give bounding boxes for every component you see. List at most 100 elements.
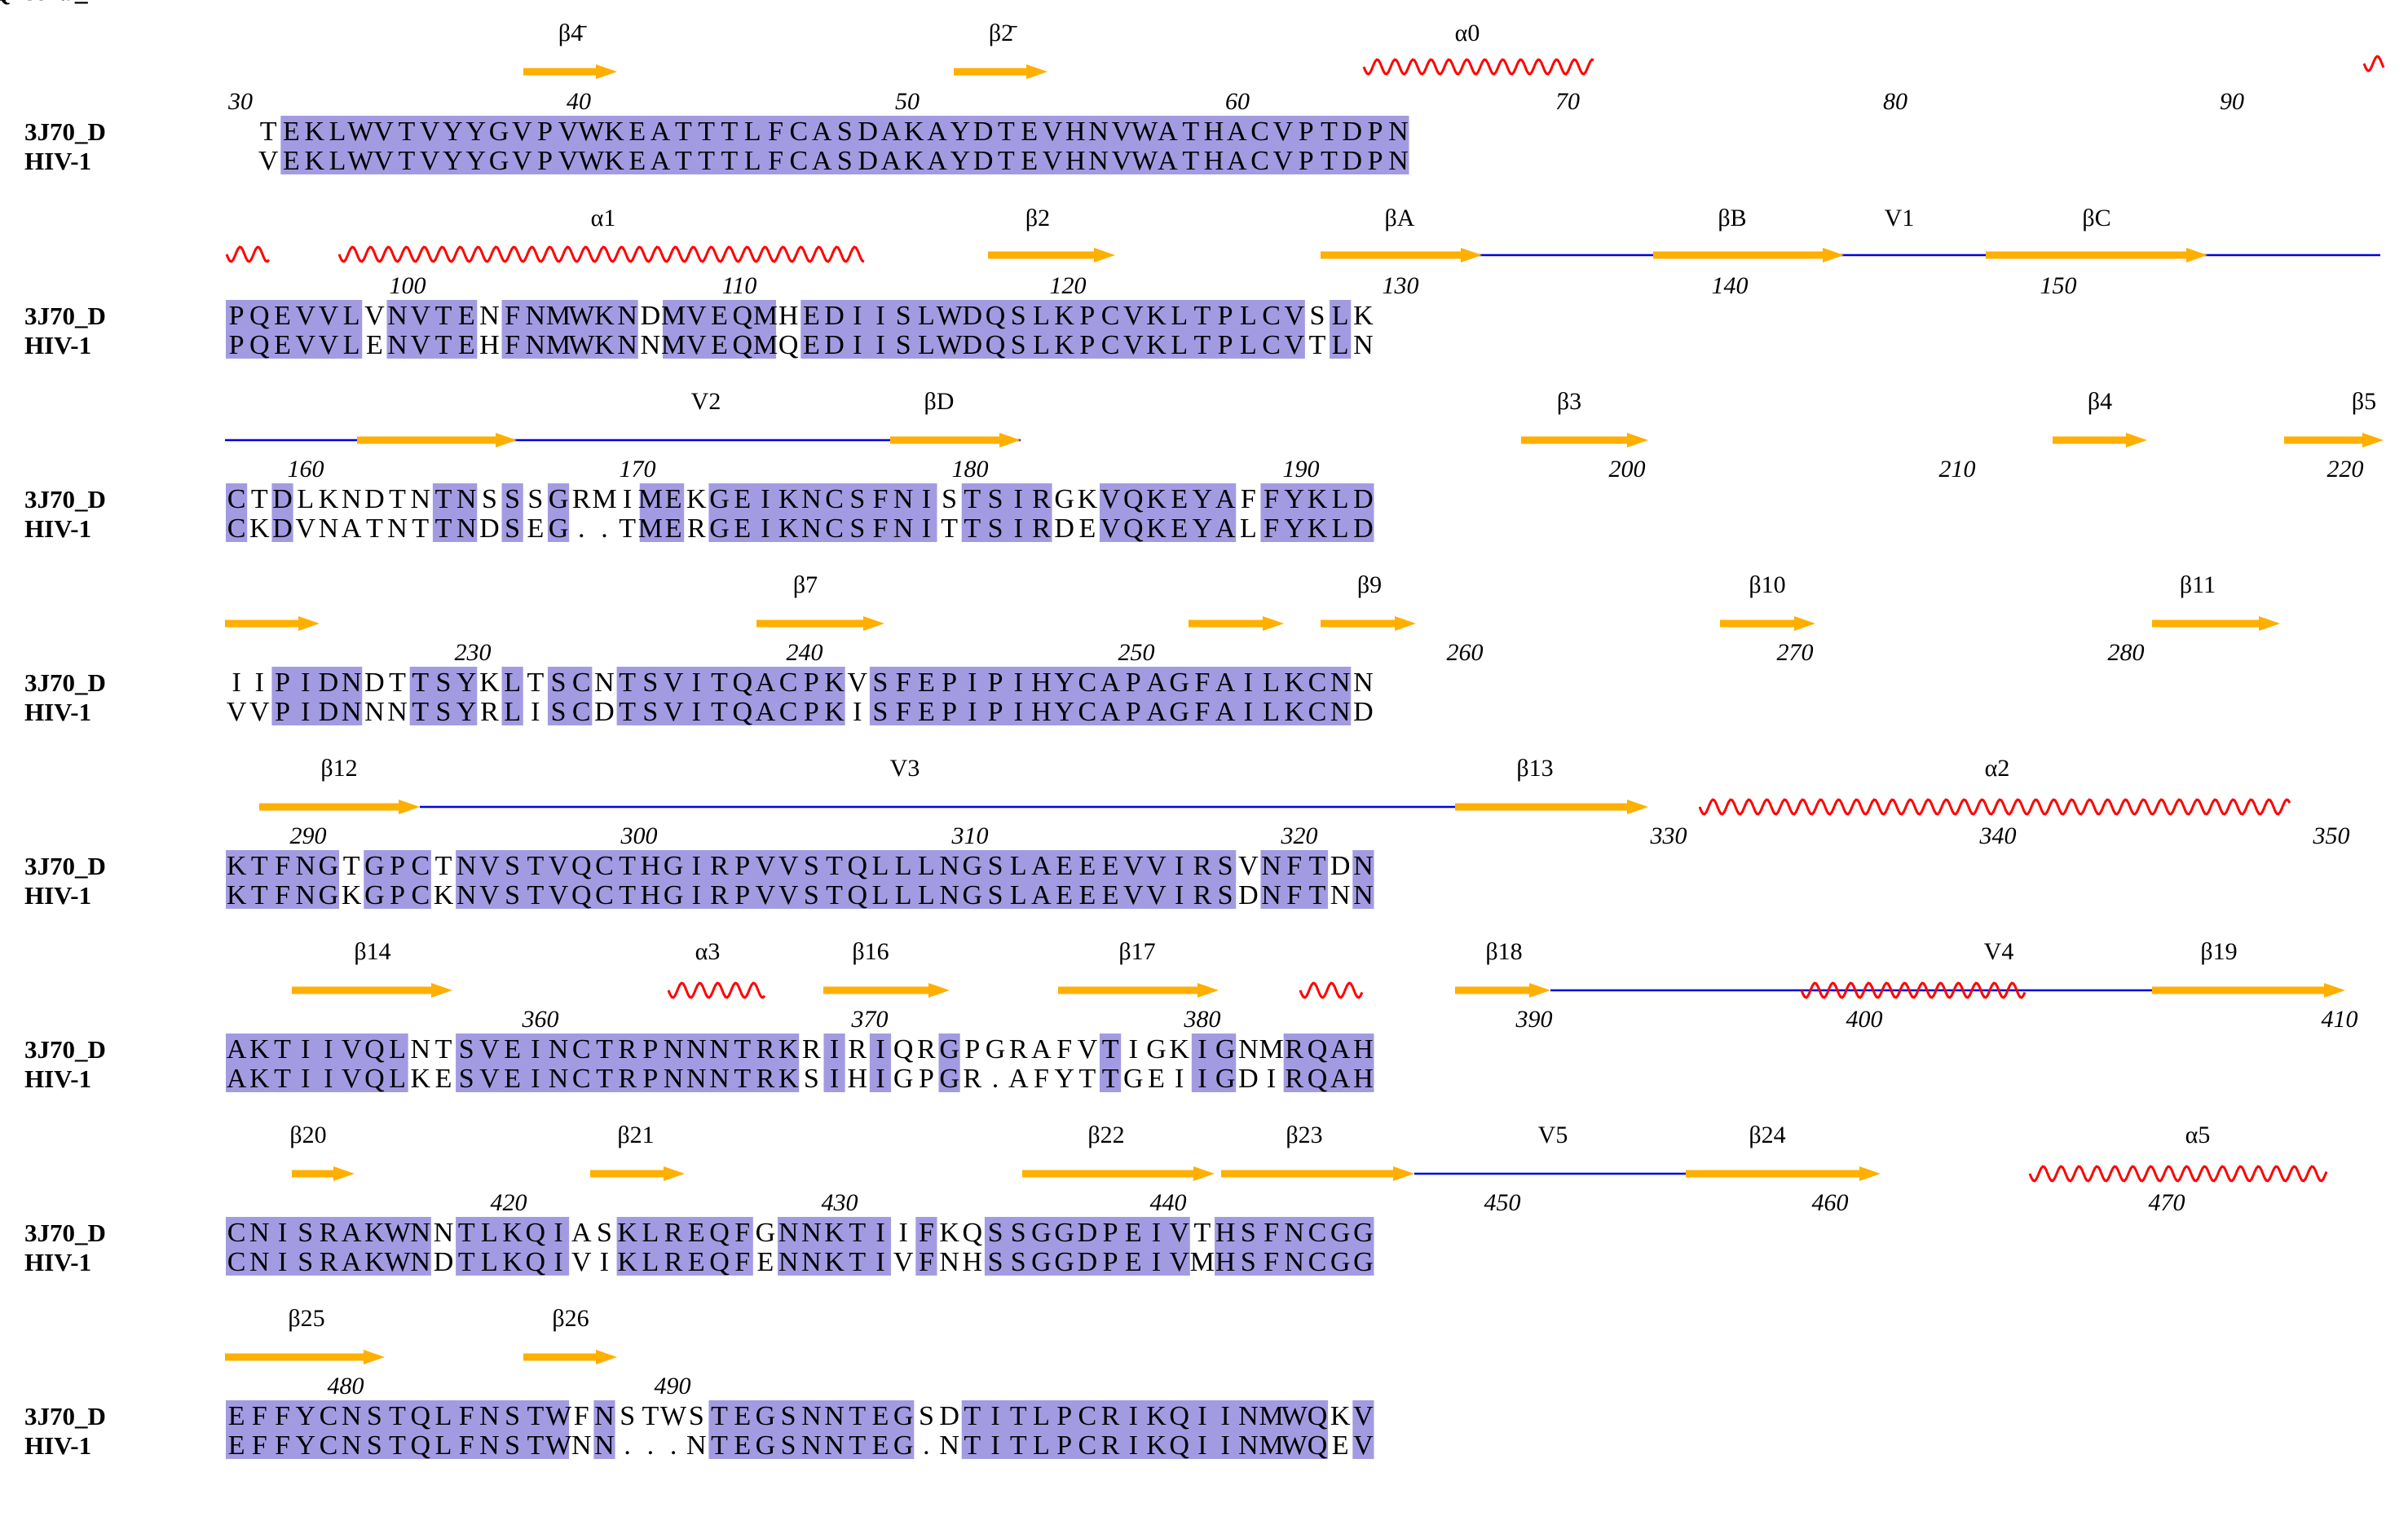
residue-3j70: M <box>1259 1034 1283 1064</box>
residue-3j70: N <box>0 0 10 7</box>
residue-number: 460 <box>1812 1189 1849 1216</box>
residue-hiv1: T <box>1321 146 1338 176</box>
beta-strand-arrow <box>1221 1166 1414 1181</box>
residue-hiv1: Q <box>1169 1430 1189 1461</box>
beta-strand-arrow <box>988 248 1115 262</box>
residue-hiv1: K <box>364 1247 385 1277</box>
residue-3j70: I <box>692 668 701 698</box>
residue-hiv1: N <box>1330 880 1351 910</box>
residue-3j70: I <box>553 1218 562 1248</box>
beta-strand-arrow <box>2152 983 2345 998</box>
residue-hiv1: P <box>1079 330 1095 360</box>
residue-hiv1: T <box>1078 1064 1096 1094</box>
residue-hiv1: F <box>734 1247 750 1277</box>
residue-hiv1: Q <box>709 1247 730 1277</box>
secondary-structure-label: β7 <box>793 571 818 598</box>
residue-hiv1: D <box>1238 1064 1259 1094</box>
residue-3j70: N <box>456 484 477 514</box>
residue-hiv1: S <box>781 1430 796 1461</box>
residue-number: 120 <box>1050 272 1087 299</box>
residue-3j70: S <box>1241 1218 1256 1248</box>
residue-3j70: R <box>756 1034 775 1064</box>
residue-hiv1: R <box>963 1064 981 1094</box>
residue-hiv1: N <box>594 1430 615 1461</box>
residue-3j70: I <box>255 668 264 698</box>
beta-strand-arrow <box>523 64 617 79</box>
residue-hiv1: D <box>272 513 293 544</box>
residue-hiv1: V <box>1169 1247 1189 1277</box>
residue-3j70: R <box>1009 1034 1028 1064</box>
residue-3j70: R <box>664 1218 683 1248</box>
residue-number: 300 <box>620 822 658 849</box>
residue-3j70: Q <box>893 1034 914 1064</box>
residue-3j70: S <box>849 484 865 514</box>
residue-3j70: D <box>1342 117 1362 147</box>
residue-3j70: W <box>0 0 14 7</box>
residue-3j70: I <box>830 1034 839 1064</box>
conserved-box-single <box>869 1034 892 1092</box>
sequence-name: HIV-1 <box>24 1064 91 1093</box>
residue-3j70: E <box>228 1401 245 1431</box>
residue-hiv1: G <box>364 880 385 910</box>
secondary-structure-label: V4 <box>1984 938 2014 965</box>
beta-strand-arrow <box>890 433 1021 447</box>
conserved-box-single <box>547 483 570 542</box>
residue-3j70: V <box>479 1034 500 1064</box>
residue-hiv1: T <box>1309 330 1326 360</box>
residue-hiv1: N <box>1238 1430 1259 1461</box>
residue-hiv1: A <box>1215 513 1236 544</box>
residue-hiv1: R <box>1285 1064 1303 1094</box>
residue-hiv1: L <box>1240 330 1257 360</box>
residue-3j70: D <box>858 117 878 147</box>
residue-hiv1: A <box>1100 697 1121 727</box>
residue-3j70: S <box>942 484 957 514</box>
conserved-block <box>456 850 1237 909</box>
residue-3j70: Q <box>526 1218 546 1248</box>
residue-hiv1: Q <box>732 330 752 360</box>
residue-hiv1: I <box>1175 1064 1184 1094</box>
residue-3j70: R <box>320 1218 338 1248</box>
residue-3j70: F <box>275 1401 290 1431</box>
residue-3j70: P <box>964 1034 980 1064</box>
residue-hiv1: G <box>0 0 10 7</box>
residue-3j70: S <box>988 1218 1003 1248</box>
residue-hiv1: R <box>0 0 10 7</box>
residue-hiv1: Q <box>364 1064 385 1094</box>
residue-3j70: Q <box>847 851 867 881</box>
residue-3j70: N <box>549 1034 569 1064</box>
residue-3j70: V <box>342 1034 362 1064</box>
residue-3j70: P <box>642 1034 658 1064</box>
residue-3j70: L <box>504 668 521 698</box>
residue-hiv1: N <box>411 1247 431 1277</box>
residue-3j70: F <box>1241 484 1256 514</box>
residue-hiv1: T <box>734 1064 751 1094</box>
residue-hiv1: E <box>1332 1430 1349 1461</box>
residue-3j70: P <box>229 301 245 331</box>
residue-3j70: I <box>1175 851 1184 881</box>
residue-3j70: K <box>319 484 339 514</box>
residue-3j70: A <box>756 668 776 698</box>
residue-3j70: V <box>664 668 684 698</box>
residue-hiv1: K <box>304 146 324 176</box>
residue-3j70: K <box>304 117 324 147</box>
residue-number: 190 <box>1283 456 1320 483</box>
residue-hiv1: G <box>664 880 684 910</box>
residue-hiv1: T <box>0 0 9 7</box>
residue-hiv1: T <box>412 513 429 544</box>
residue-hiv1: N <box>641 330 661 360</box>
sequence-name: 3J70_D <box>24 117 106 146</box>
residue-3j70: E <box>0 0 8 7</box>
beta-strand-arrow <box>2152 616 2280 631</box>
residue-hiv1: N <box>893 513 914 544</box>
secondary-structure-label: V2 <box>691 388 721 415</box>
residue-3j70: K <box>227 851 247 881</box>
residue-hiv1: . <box>647 1430 655 1461</box>
residue-3j70: D <box>939 1401 959 1431</box>
residue-hiv1: A <box>1031 880 1052 910</box>
residue-3j70: A <box>927 117 947 147</box>
residue-3j70: A <box>227 1034 247 1064</box>
conserved-block <box>984 1217 1190 1276</box>
alpha-helix-coil <box>1698 798 2291 816</box>
residue-hiv1: G <box>489 146 509 176</box>
beta-strand-arrow <box>2284 433 2384 447</box>
